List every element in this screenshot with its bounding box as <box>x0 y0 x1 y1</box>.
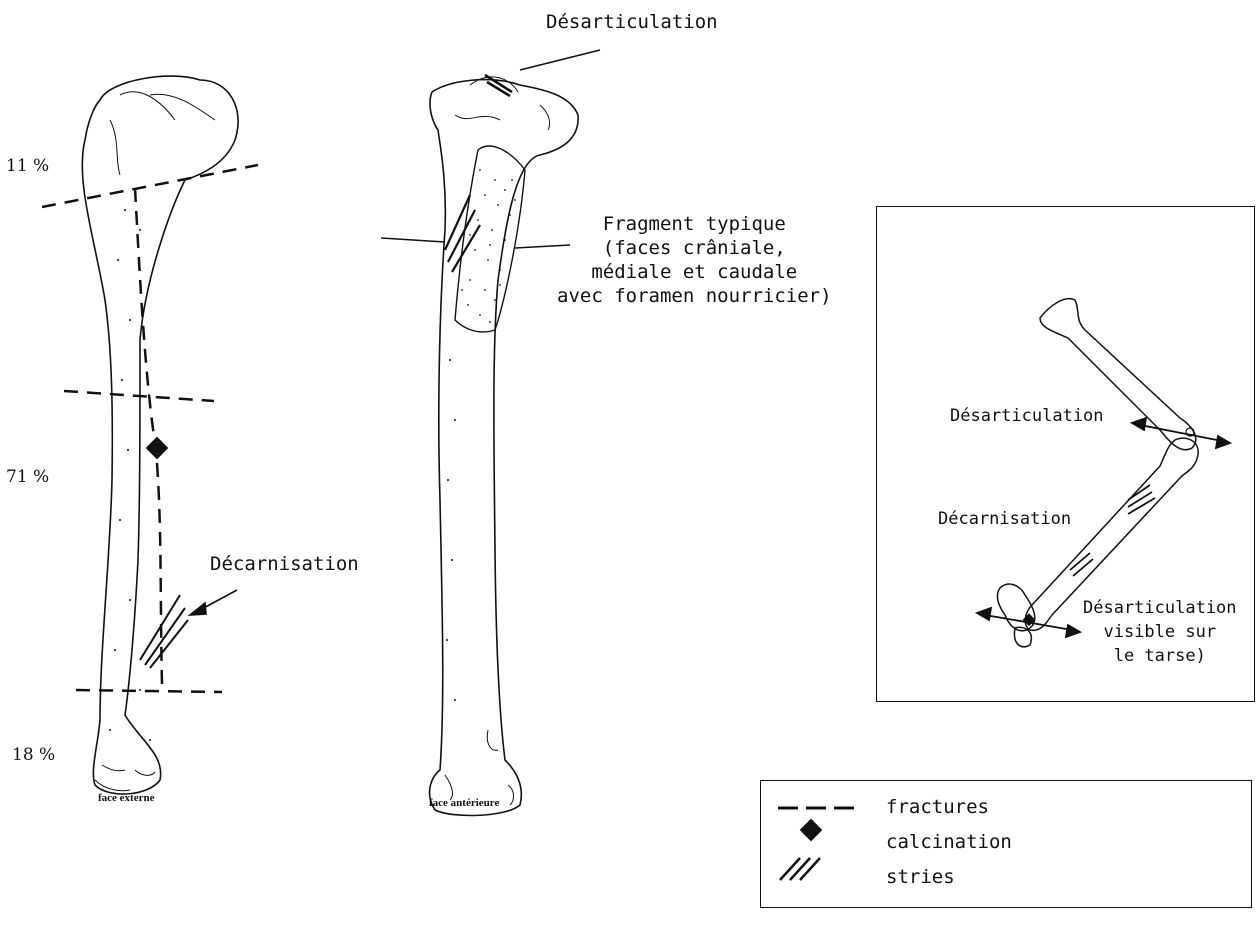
fracture-line-top <box>42 165 258 207</box>
cutmarks-pointer-left <box>381 238 445 242</box>
legend-fractures-label: fractures <box>886 796 989 818</box>
fragment-outline <box>455 146 525 332</box>
legend-stries-label: stries <box>886 866 955 888</box>
fracture-line-middle <box>64 391 214 401</box>
middle-bone-cutmarks <box>445 195 480 272</box>
middle-bone-top-cutmarks <box>485 75 512 96</box>
middle-bone-dots <box>446 359 456 701</box>
left-bone-fractures <box>42 165 258 692</box>
middle-bone-outline <box>430 80 579 816</box>
middle-bone-caption: face antérieure <box>429 797 499 809</box>
left-bone-cutmarks <box>140 595 188 668</box>
left-bone-caption: face externe <box>98 792 155 804</box>
percent-label-bottom: 18 % <box>12 745 55 765</box>
disarticulation-label-top: Désarticulation <box>546 11 718 33</box>
inset-disarticulation-lower: Désarticulation visible sur le tarse) <box>1083 596 1237 668</box>
inset-decarnisation-label: Décarnisation <box>938 509 1071 529</box>
fragment-stipple <box>461 169 516 323</box>
fragment-label: Fragment typique (faces crâniale, médial… <box>557 212 832 308</box>
cutmarks-label-left: Décarnisation <box>210 553 359 575</box>
inset-disarticulation-upper: Désarticulation <box>950 406 1104 426</box>
left-bone-dots <box>109 209 151 741</box>
percent-label-top: 11 % <box>6 156 49 176</box>
cutmarks-pointer-arrow <box>190 590 237 615</box>
legend-calcination-label: calcination <box>886 831 1012 853</box>
calcination-marker <box>146 437 169 460</box>
top-label-pointer <box>520 50 600 70</box>
middle-bone <box>430 77 579 816</box>
percent-label-middle: 71 % <box>6 467 49 487</box>
fracture-line-bottom <box>76 690 222 692</box>
